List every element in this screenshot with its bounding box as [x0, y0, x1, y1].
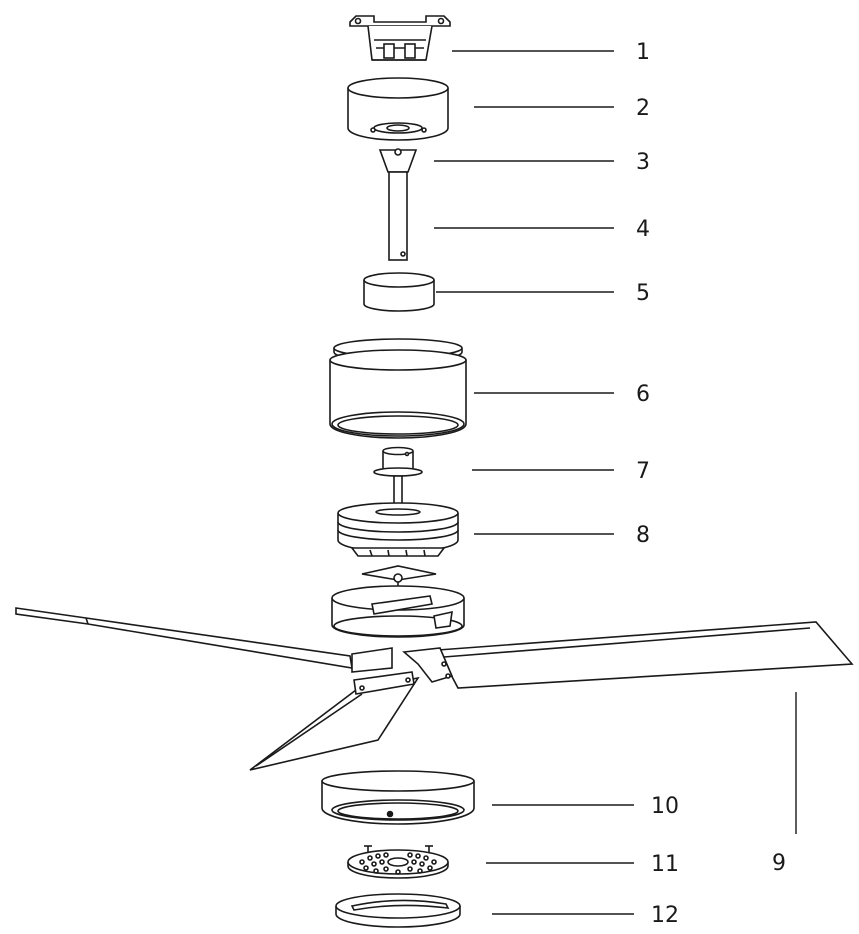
callout-10: 10: [651, 794, 679, 819]
callout-2: 2: [636, 96, 650, 121]
part-1-mounting-bracket: [349, 15, 451, 61]
lower-switch-housing: [331, 585, 465, 638]
callout-labels: 1 2 3 4 5 6 7 8 9 10 11 12: [636, 40, 786, 928]
callout-7: 7: [636, 459, 650, 484]
callout-9: 9: [772, 851, 786, 876]
callout-8: 8: [636, 523, 650, 548]
part-5-coupling-cover: [363, 272, 435, 312]
part-9-blades: [15, 607, 854, 771]
part-4-downrod: [388, 171, 408, 261]
callout-11: 11: [651, 852, 679, 877]
part-12-glass-shade: [335, 893, 461, 928]
callout-5: 5: [636, 281, 650, 306]
callout-1: 1: [636, 40, 650, 65]
part-10-light-housing: [321, 770, 475, 825]
part-7-motor-shaft: [373, 446, 423, 507]
callout-4: 4: [636, 217, 650, 242]
part-11-led-plate: [347, 845, 449, 879]
callout-3: 3: [636, 150, 650, 175]
part-6-motor-housing: [329, 338, 467, 439]
callout-12: 12: [651, 903, 679, 928]
callout-6: 6: [636, 382, 650, 407]
part-8-motor: [337, 502, 459, 557]
part-2-canopy: [347, 77, 449, 141]
part-3-hanger-ball: [378, 148, 418, 173]
leader-lines: [434, 50, 797, 915]
